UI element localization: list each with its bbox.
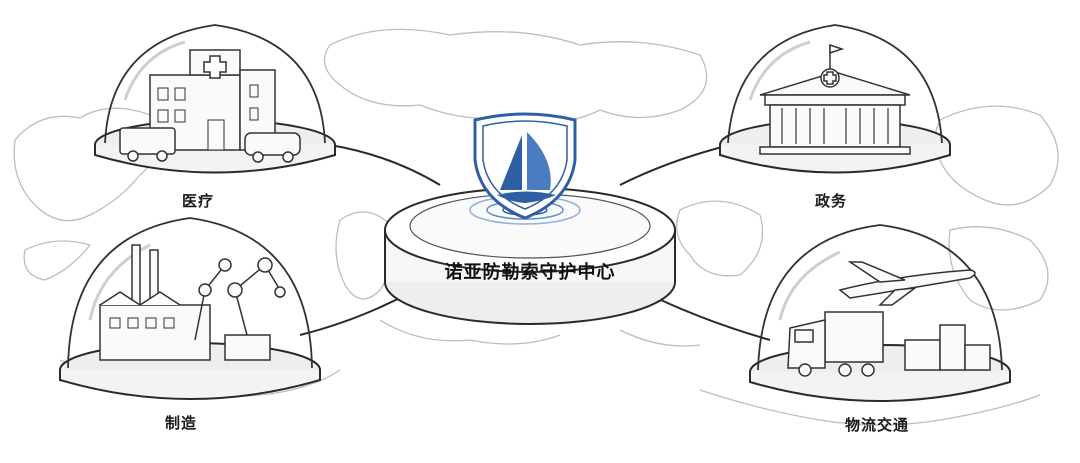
sector-label-healthcare: 医疗 [182,192,215,210]
world-map-background [13,28,1059,426]
factory-robot-arm-icon [99,244,286,361]
sector-label-logistics: 物流交通 [845,416,910,434]
sailboat-shield-icon [473,112,577,220]
hospital-ambulance-icon [119,49,301,163]
sector-label-manufacturing: 制造 [165,414,198,432]
sector-label-government: 政务 [815,192,848,210]
hub-platform [384,187,676,325]
connector-healthcare [329,144,441,186]
government-building-icon [759,43,911,155]
connector-government [619,144,731,186]
hub-title: 诺亚防勒索守护中心 [444,262,616,283]
truck-airplane-icon [787,261,991,377]
